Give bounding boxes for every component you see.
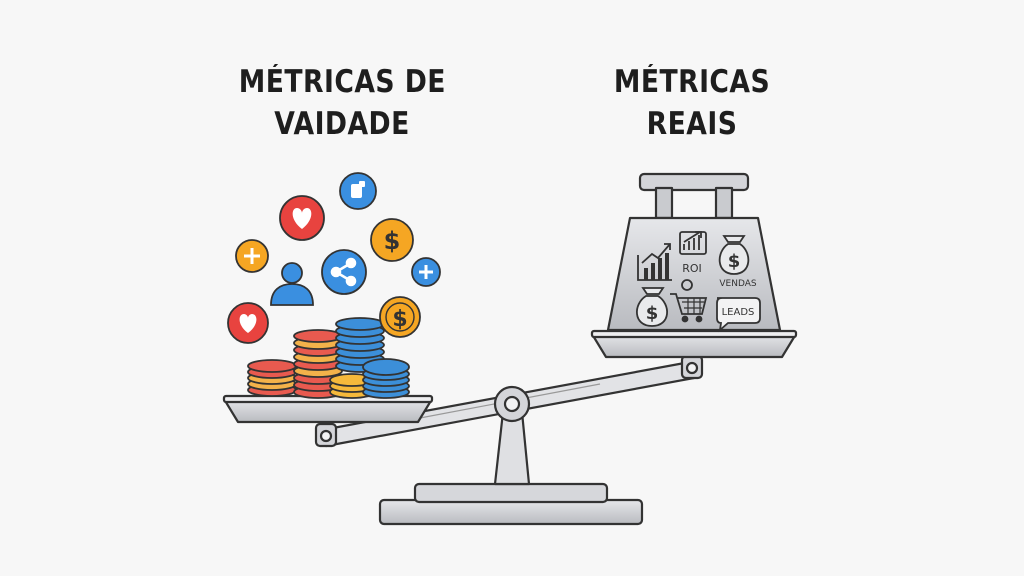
- user-icon: [270, 262, 314, 306]
- floating-icons: $ $: [227, 172, 441, 344]
- coin-stack-red-short: [247, 359, 297, 397]
- plus-icon: [235, 239, 269, 273]
- coin-stack-yellow: [329, 373, 375, 399]
- leads-speech-bubble-icon: [716, 297, 761, 333]
- dollar-coin-icon: $: [370, 218, 414, 262]
- leads-label: LEADS: [722, 307, 755, 318]
- real-metrics-title-line1: MÉTRICAS: [613, 64, 771, 100]
- left-pan: [222, 394, 434, 424]
- right-pan: [590, 329, 798, 359]
- money-bag-icon: $: [718, 235, 750, 275]
- coin-stack-blue-short: [362, 358, 410, 399]
- heart-icon: [279, 195, 325, 241]
- vanity-metrics-title-line1: MÉTRICAS DE: [238, 64, 446, 100]
- money-bag-icon: $: [636, 287, 668, 327]
- svg-text:$: $: [728, 251, 741, 272]
- roi-chart-icon: [679, 231, 707, 255]
- scale-base: [378, 410, 644, 526]
- svg-text:$: $: [392, 307, 407, 332]
- vanity-metrics-title-line2: VAIDADE: [274, 106, 410, 142]
- scale-beam: [314, 354, 704, 448]
- svg-text:$: $: [384, 227, 401, 255]
- dollar-coin-icon: $: [379, 296, 421, 338]
- svg-text:$: $: [646, 303, 659, 324]
- share-icon: [321, 249, 367, 295]
- shopping-cart-icon: [670, 279, 708, 323]
- roi-label: ROI: [682, 262, 702, 275]
- coin-stacks: [247, 317, 410, 399]
- heart-icon: [227, 302, 269, 344]
- vanity-metrics-title: MÉTRICAS DE VAIDADE: [238, 61, 446, 145]
- growth-chart-icon: [637, 243, 672, 281]
- real-metrics-title: MÉTRICAS REAIS: [589, 61, 795, 145]
- weight-icons: ROI $ VENDAS $ LEADS: [636, 231, 761, 333]
- real-metrics-title-line2: REAIS: [646, 106, 738, 142]
- device-icon: [339, 172, 377, 210]
- plus-icon: [411, 257, 441, 287]
- vendas-label: VENDAS: [719, 279, 757, 289]
